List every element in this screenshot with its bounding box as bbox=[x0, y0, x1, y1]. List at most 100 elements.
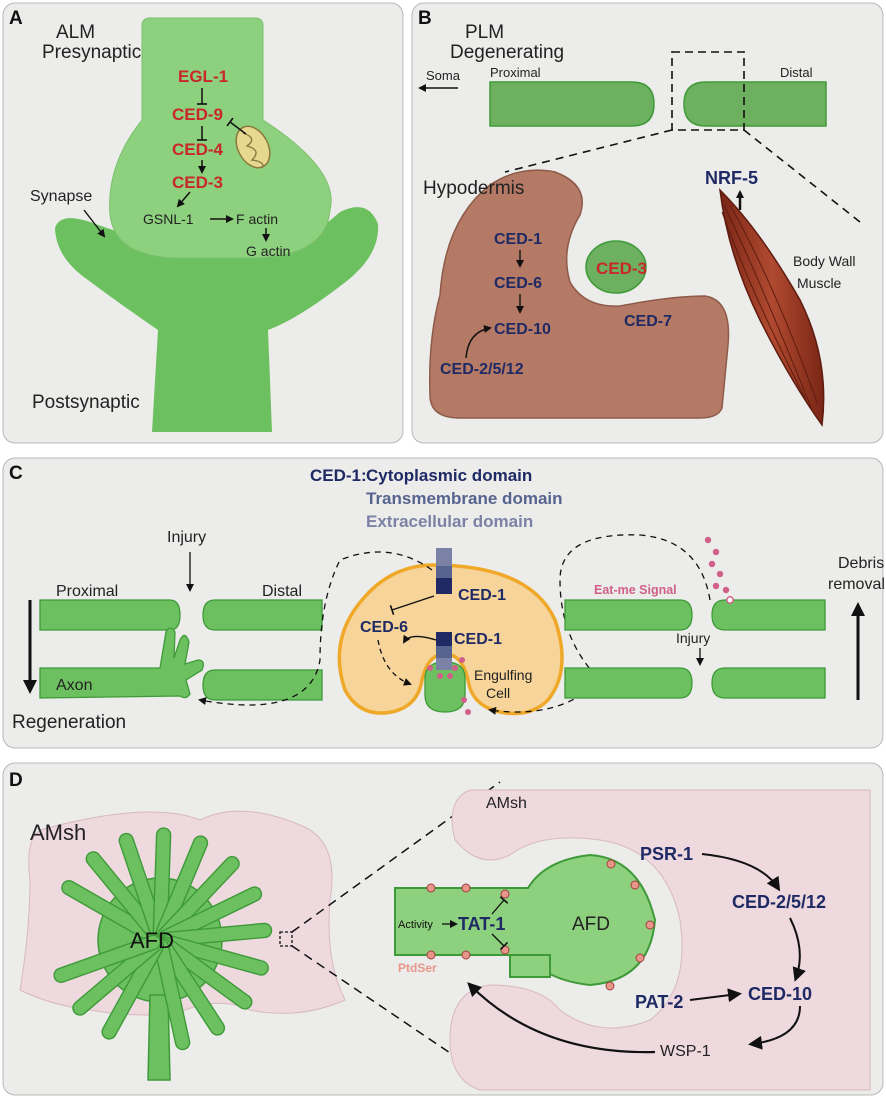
hypodermis-cell bbox=[428, 169, 730, 419]
tat1-inhibit-bottom bbox=[491, 933, 509, 951]
plm-title: PLM bbox=[465, 22, 504, 43]
ced2512-arrow bbox=[789, 917, 806, 982]
panel-b: B PLM Degenerating Soma Proximal Distal … bbox=[411, 2, 884, 444]
ced9-mito-link bbox=[226, 117, 247, 135]
postsynaptic-label: Postsynaptic bbox=[32, 392, 140, 413]
psr1-arrow bbox=[701, 853, 781, 892]
debris-label: Debris bbox=[838, 555, 884, 572]
amsh-label-left: AMsh bbox=[30, 820, 86, 845]
panel-d: D AMsh AFD AMsh Activity TAT-1 AFD bbox=[2, 762, 884, 1096]
body-wall-muscle bbox=[718, 187, 825, 428]
ced6-label-b: CED-6 bbox=[494, 275, 542, 292]
zoom-line-left bbox=[504, 129, 673, 173]
regeneration-label: Regeneration bbox=[12, 712, 126, 733]
engulfing-label: Engulfing bbox=[474, 667, 532, 683]
distal-label-c: Distal bbox=[262, 583, 302, 600]
hypodermis-label: Hypodermis bbox=[423, 178, 524, 199]
right-proximal-segment-lower bbox=[564, 667, 693, 699]
afd-zoom-box bbox=[279, 931, 293, 947]
tat1-label: TAT-1 bbox=[458, 914, 505, 934]
right-distal-segment-lower bbox=[711, 667, 826, 699]
legend-prefix: CED-1: bbox=[310, 466, 367, 485]
ced1-label-b: CED-1 bbox=[494, 231, 542, 248]
regeneration-signal-path bbox=[198, 551, 433, 706]
ced7-label-b: CED-7 bbox=[624, 313, 672, 330]
afd-label-left: AFD bbox=[130, 928, 174, 953]
debris-engulf-path bbox=[488, 534, 711, 715]
plm-proximal-label: Proximal bbox=[490, 65, 541, 80]
wsp1-label: WSP-1 bbox=[660, 1043, 711, 1060]
presynaptic-label: Presynaptic bbox=[42, 42, 141, 63]
degenerating-label: Degenerating bbox=[450, 42, 564, 63]
pat2-label: PAT-2 bbox=[635, 992, 683, 1012]
ced2512-to-ced10-arrow bbox=[465, 325, 492, 359]
amsh-right bbox=[449, 789, 871, 1091]
ced10-label-d: CED-10 bbox=[748, 984, 812, 1004]
ced1-inhibit-line bbox=[389, 595, 435, 615]
ced10-label-b: CED-10 bbox=[494, 321, 551, 338]
synapse-pointer bbox=[83, 209, 106, 238]
injury-label-left: Injury bbox=[167, 529, 206, 546]
eat-me-dots-right bbox=[704, 536, 734, 604]
afd-neck bbox=[509, 954, 551, 978]
panel-a-letter: A bbox=[9, 8, 23, 29]
zoom-box bbox=[671, 51, 745, 131]
afd-dendrite-zoom bbox=[394, 853, 657, 987]
plm-proximal-segment bbox=[489, 81, 655, 127]
tat1-inhibit-top bbox=[491, 896, 509, 915]
gactin-label: G actin bbox=[246, 243, 290, 259]
afd-dendrite-finger bbox=[53, 934, 162, 983]
activity-label: Activity bbox=[398, 919, 433, 931]
psr1-label: PSR-1 bbox=[640, 844, 693, 864]
alm-title: ALM bbox=[56, 22, 95, 43]
ced4-label: CED-4 bbox=[172, 140, 224, 159]
ced3-label-a: CED-3 bbox=[172, 173, 223, 192]
ced6-to-debris-arrow bbox=[377, 639, 412, 686]
panel-a: A ALM Presynaptic EGL-1 CED-9 CED-4 CED-… bbox=[2, 2, 404, 444]
postsynaptic-neuron bbox=[55, 207, 379, 432]
panel-b-letter: B bbox=[418, 8, 432, 29]
ced3-to-gsnl1-arrow bbox=[176, 191, 191, 208]
plm-distal-segment bbox=[683, 81, 827, 127]
gsnl1-label: GSNL-1 bbox=[143, 211, 194, 227]
eat-me-signal-label: Eat-me Signal bbox=[594, 583, 677, 597]
ptdser-dots bbox=[426, 859, 655, 991]
legend-cytoplasmic: Cytoplasmic domain bbox=[366, 466, 532, 485]
ced10-arrow bbox=[748, 1005, 801, 1050]
presynaptic-terminal bbox=[109, 17, 332, 259]
ced1-receptor-top bbox=[436, 548, 452, 594]
nrf5-label: NRF-5 bbox=[705, 168, 758, 188]
panel-c: C CED-1: Cytoplasmic domain Transmembran… bbox=[2, 457, 885, 749]
regenerating-axon bbox=[39, 627, 204, 699]
ced9-label: CED-9 bbox=[172, 105, 223, 124]
right-distal-segment bbox=[711, 599, 826, 631]
ced3-label-b: CED-3 bbox=[596, 259, 647, 278]
panel-c-letter: C bbox=[9, 463, 23, 484]
factin-label: F actin bbox=[236, 211, 278, 227]
cell-label: Cell bbox=[486, 685, 510, 701]
plm-distal-label: Distal bbox=[780, 65, 813, 80]
left-distal-segment bbox=[202, 599, 323, 631]
soma-label: Soma bbox=[426, 68, 461, 83]
panel-d-letter: D bbox=[9, 770, 23, 791]
legend-transmembrane: Transmembrane domain bbox=[366, 489, 563, 508]
synapse-label: Synapse bbox=[30, 188, 92, 205]
body-wall-label: Body Wall bbox=[793, 253, 856, 269]
ced1-receptor-bottom bbox=[436, 632, 452, 670]
eat-me-dots-engulf bbox=[427, 657, 471, 715]
amsh-label-right: AMsh bbox=[486, 795, 527, 812]
egl1-label: EGL-1 bbox=[178, 67, 228, 86]
zoom-line-right bbox=[743, 129, 861, 223]
removal-label: removal bbox=[828, 576, 885, 593]
ced1-label-bottom: CED-1 bbox=[454, 631, 502, 648]
ced2512-label-d: CED-2/5/12 bbox=[732, 892, 826, 912]
ced1-to-ced6-arrow-c bbox=[402, 634, 437, 644]
legend-extracellular: Extracellular domain bbox=[366, 512, 533, 531]
ced6-label-c: CED-6 bbox=[360, 619, 408, 636]
plm-fragment bbox=[585, 240, 647, 294]
mitochondrion-icon bbox=[235, 125, 271, 169]
muscle-label: Muscle bbox=[797, 275, 842, 291]
injury-label-right: Injury bbox=[676, 630, 710, 646]
proximal-label-c: Proximal bbox=[56, 583, 118, 600]
